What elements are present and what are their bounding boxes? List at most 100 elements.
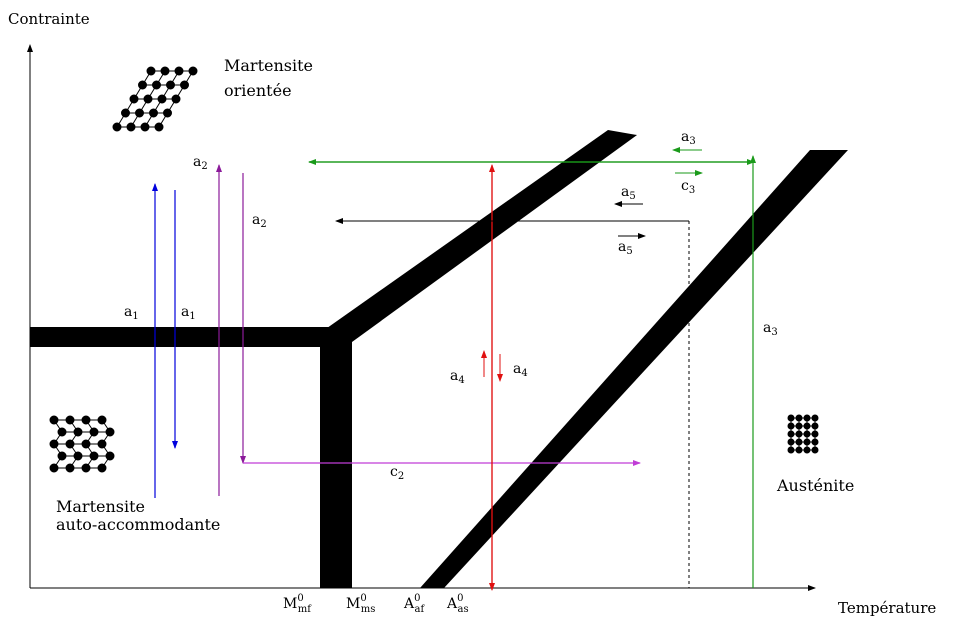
a3-top-label: a3 bbox=[681, 129, 696, 147]
c3-label: c3 bbox=[681, 178, 695, 196]
c2-label: c2 bbox=[390, 464, 404, 482]
lattice-atom bbox=[787, 446, 795, 454]
oriented-martensite-label-2: orientée bbox=[224, 81, 292, 100]
a3-side-label: a3 bbox=[763, 320, 778, 338]
lattice-atom bbox=[174, 66, 184, 76]
austenite-lattice bbox=[787, 414, 819, 454]
lattice-atom bbox=[65, 463, 75, 473]
transformation-bands bbox=[30, 130, 848, 588]
austenite-label: Austénite bbox=[776, 476, 854, 495]
lattice-atom bbox=[180, 80, 189, 90]
lattice-atom bbox=[811, 430, 819, 438]
lattice-atom bbox=[787, 422, 795, 430]
path-a5: a5 a5 bbox=[335, 184, 690, 588]
path-a1: a1 a1 bbox=[124, 183, 196, 498]
lattice-atom bbox=[97, 463, 107, 473]
lattice-atom bbox=[49, 463, 59, 473]
lattice-atom bbox=[73, 427, 83, 437]
a2-top-label: a2 bbox=[193, 154, 208, 172]
y-axis-title: Contrainte bbox=[8, 10, 90, 28]
oriented-martensite-label-1: Martensite bbox=[224, 56, 313, 75]
lattice-atom bbox=[171, 94, 181, 104]
lattice-atom bbox=[149, 108, 158, 118]
axes: Contrainte Température bbox=[8, 10, 936, 617]
lattice-atom bbox=[803, 446, 811, 454]
lattice-atom bbox=[105, 451, 115, 461]
path-a4: a4 a4 bbox=[450, 164, 528, 591]
lattice-atom bbox=[129, 94, 139, 104]
x-axis-title: Température bbox=[838, 599, 936, 617]
lattice-atom bbox=[795, 414, 803, 422]
lattice-atom bbox=[49, 415, 59, 425]
lattice-atom bbox=[81, 463, 91, 473]
lattice-atom bbox=[97, 439, 107, 449]
self-accommodated-label-2: auto-accommodante bbox=[56, 515, 220, 534]
a2-side-label: a2 bbox=[252, 212, 267, 230]
lattice-atom bbox=[163, 108, 172, 118]
lattice-atom bbox=[795, 446, 803, 454]
lattice-atom bbox=[811, 446, 819, 454]
lattice-atom bbox=[152, 80, 161, 90]
lattice-atom bbox=[89, 451, 99, 461]
lattice-atom bbox=[803, 414, 811, 422]
upper-diagonal-band bbox=[320, 130, 637, 352]
lattice-atom bbox=[81, 439, 91, 449]
lattice-atom bbox=[143, 94, 153, 104]
a1-right-label: a1 bbox=[181, 304, 196, 322]
lattice-atom bbox=[795, 438, 803, 446]
lattice-atom bbox=[157, 94, 167, 104]
lattice-atom bbox=[57, 451, 67, 461]
lattice-atom bbox=[73, 451, 83, 461]
lattice-atom bbox=[803, 422, 811, 430]
lattice-atom bbox=[81, 415, 91, 425]
lattice-atom bbox=[89, 427, 99, 437]
lattice-atom bbox=[188, 66, 198, 76]
lattice-atom bbox=[795, 430, 803, 438]
lattice-atom bbox=[787, 414, 795, 422]
path-a3: a3 c3 a3 bbox=[308, 129, 778, 588]
lattice-atom bbox=[795, 422, 803, 430]
lattice-atom bbox=[65, 415, 75, 425]
oriented-martensite-lattice bbox=[112, 66, 198, 132]
lattice-atom bbox=[811, 414, 819, 422]
lattice-atom bbox=[112, 122, 122, 132]
lattice-atom bbox=[135, 108, 144, 118]
a4-right-label: a4 bbox=[513, 361, 528, 379]
self-accommodated-lattice bbox=[49, 415, 115, 473]
lattice-atom bbox=[97, 415, 107, 425]
a1-left-label: a1 bbox=[124, 304, 139, 322]
horizontal-band bbox=[30, 327, 352, 347]
lattice-atom bbox=[65, 439, 75, 449]
lattice-atom bbox=[105, 427, 115, 437]
lattice-atom bbox=[811, 422, 819, 430]
a5-top-label: a5 bbox=[621, 184, 636, 202]
lower-diagonal-band bbox=[420, 150, 848, 588]
lattice-atom bbox=[154, 122, 164, 132]
lattice-atom bbox=[166, 80, 175, 90]
a4-left-label: a4 bbox=[450, 368, 465, 386]
self-accommodated-label-1: Martensite bbox=[56, 497, 145, 516]
lattice-atom bbox=[138, 80, 147, 90]
lattice-atom bbox=[787, 438, 795, 446]
path-c2: c2 bbox=[243, 460, 641, 482]
vertical-band bbox=[320, 340, 352, 588]
lattice-atom bbox=[787, 430, 795, 438]
lattice-atom bbox=[57, 427, 67, 437]
lattice-atom bbox=[160, 66, 170, 76]
lattice-atom bbox=[49, 439, 59, 449]
a5-bottom-label: a5 bbox=[618, 239, 633, 257]
lattice-atom bbox=[811, 438, 819, 446]
lattice-atom bbox=[126, 122, 136, 132]
lattice-atom bbox=[803, 430, 811, 438]
lattice-atom bbox=[146, 66, 156, 76]
path-a2: a2 a2 bbox=[193, 154, 267, 496]
lattice-atom bbox=[140, 122, 150, 132]
lattice-atom bbox=[803, 438, 811, 446]
lattice-atom bbox=[121, 108, 130, 118]
